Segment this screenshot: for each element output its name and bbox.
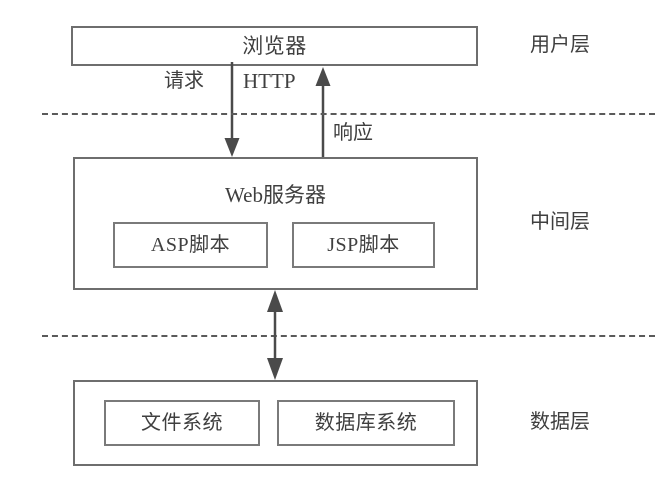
request-label: 请求	[164, 70, 204, 92]
jsp-script-box: JSP脚本	[292, 222, 435, 268]
browser-box: 浏览器	[71, 26, 478, 66]
tier-label-user: 用户层	[530, 34, 590, 56]
tier-divider-user-middle	[42, 113, 655, 115]
tier-label-data: 数据层	[530, 411, 590, 433]
asp-script-label: ASP脚本	[150, 234, 231, 256]
tier-divider-middle-data	[42, 335, 655, 337]
jsp-script-label: JSP脚本	[327, 234, 400, 256]
request-down-arrow	[224, 62, 240, 157]
database-system-box: 数据库系统	[277, 400, 455, 446]
asp-script-box: ASP脚本	[113, 222, 268, 268]
tier-label-middle: 中间层	[530, 211, 590, 233]
web-server-box-label: Web服务器	[225, 183, 326, 207]
response-up-arrow	[315, 67, 331, 158]
http-protocol-label: HTTP	[243, 69, 296, 93]
file-system-box: 文件系统	[104, 400, 260, 446]
response-label: 响应	[333, 122, 373, 144]
browser-box-label: 浏览器	[242, 33, 307, 58]
file-system-label: 文件系统	[141, 412, 223, 434]
database-system-label: 数据库系统	[314, 412, 418, 434]
data-access-bidirectional-arrow	[267, 290, 283, 380]
